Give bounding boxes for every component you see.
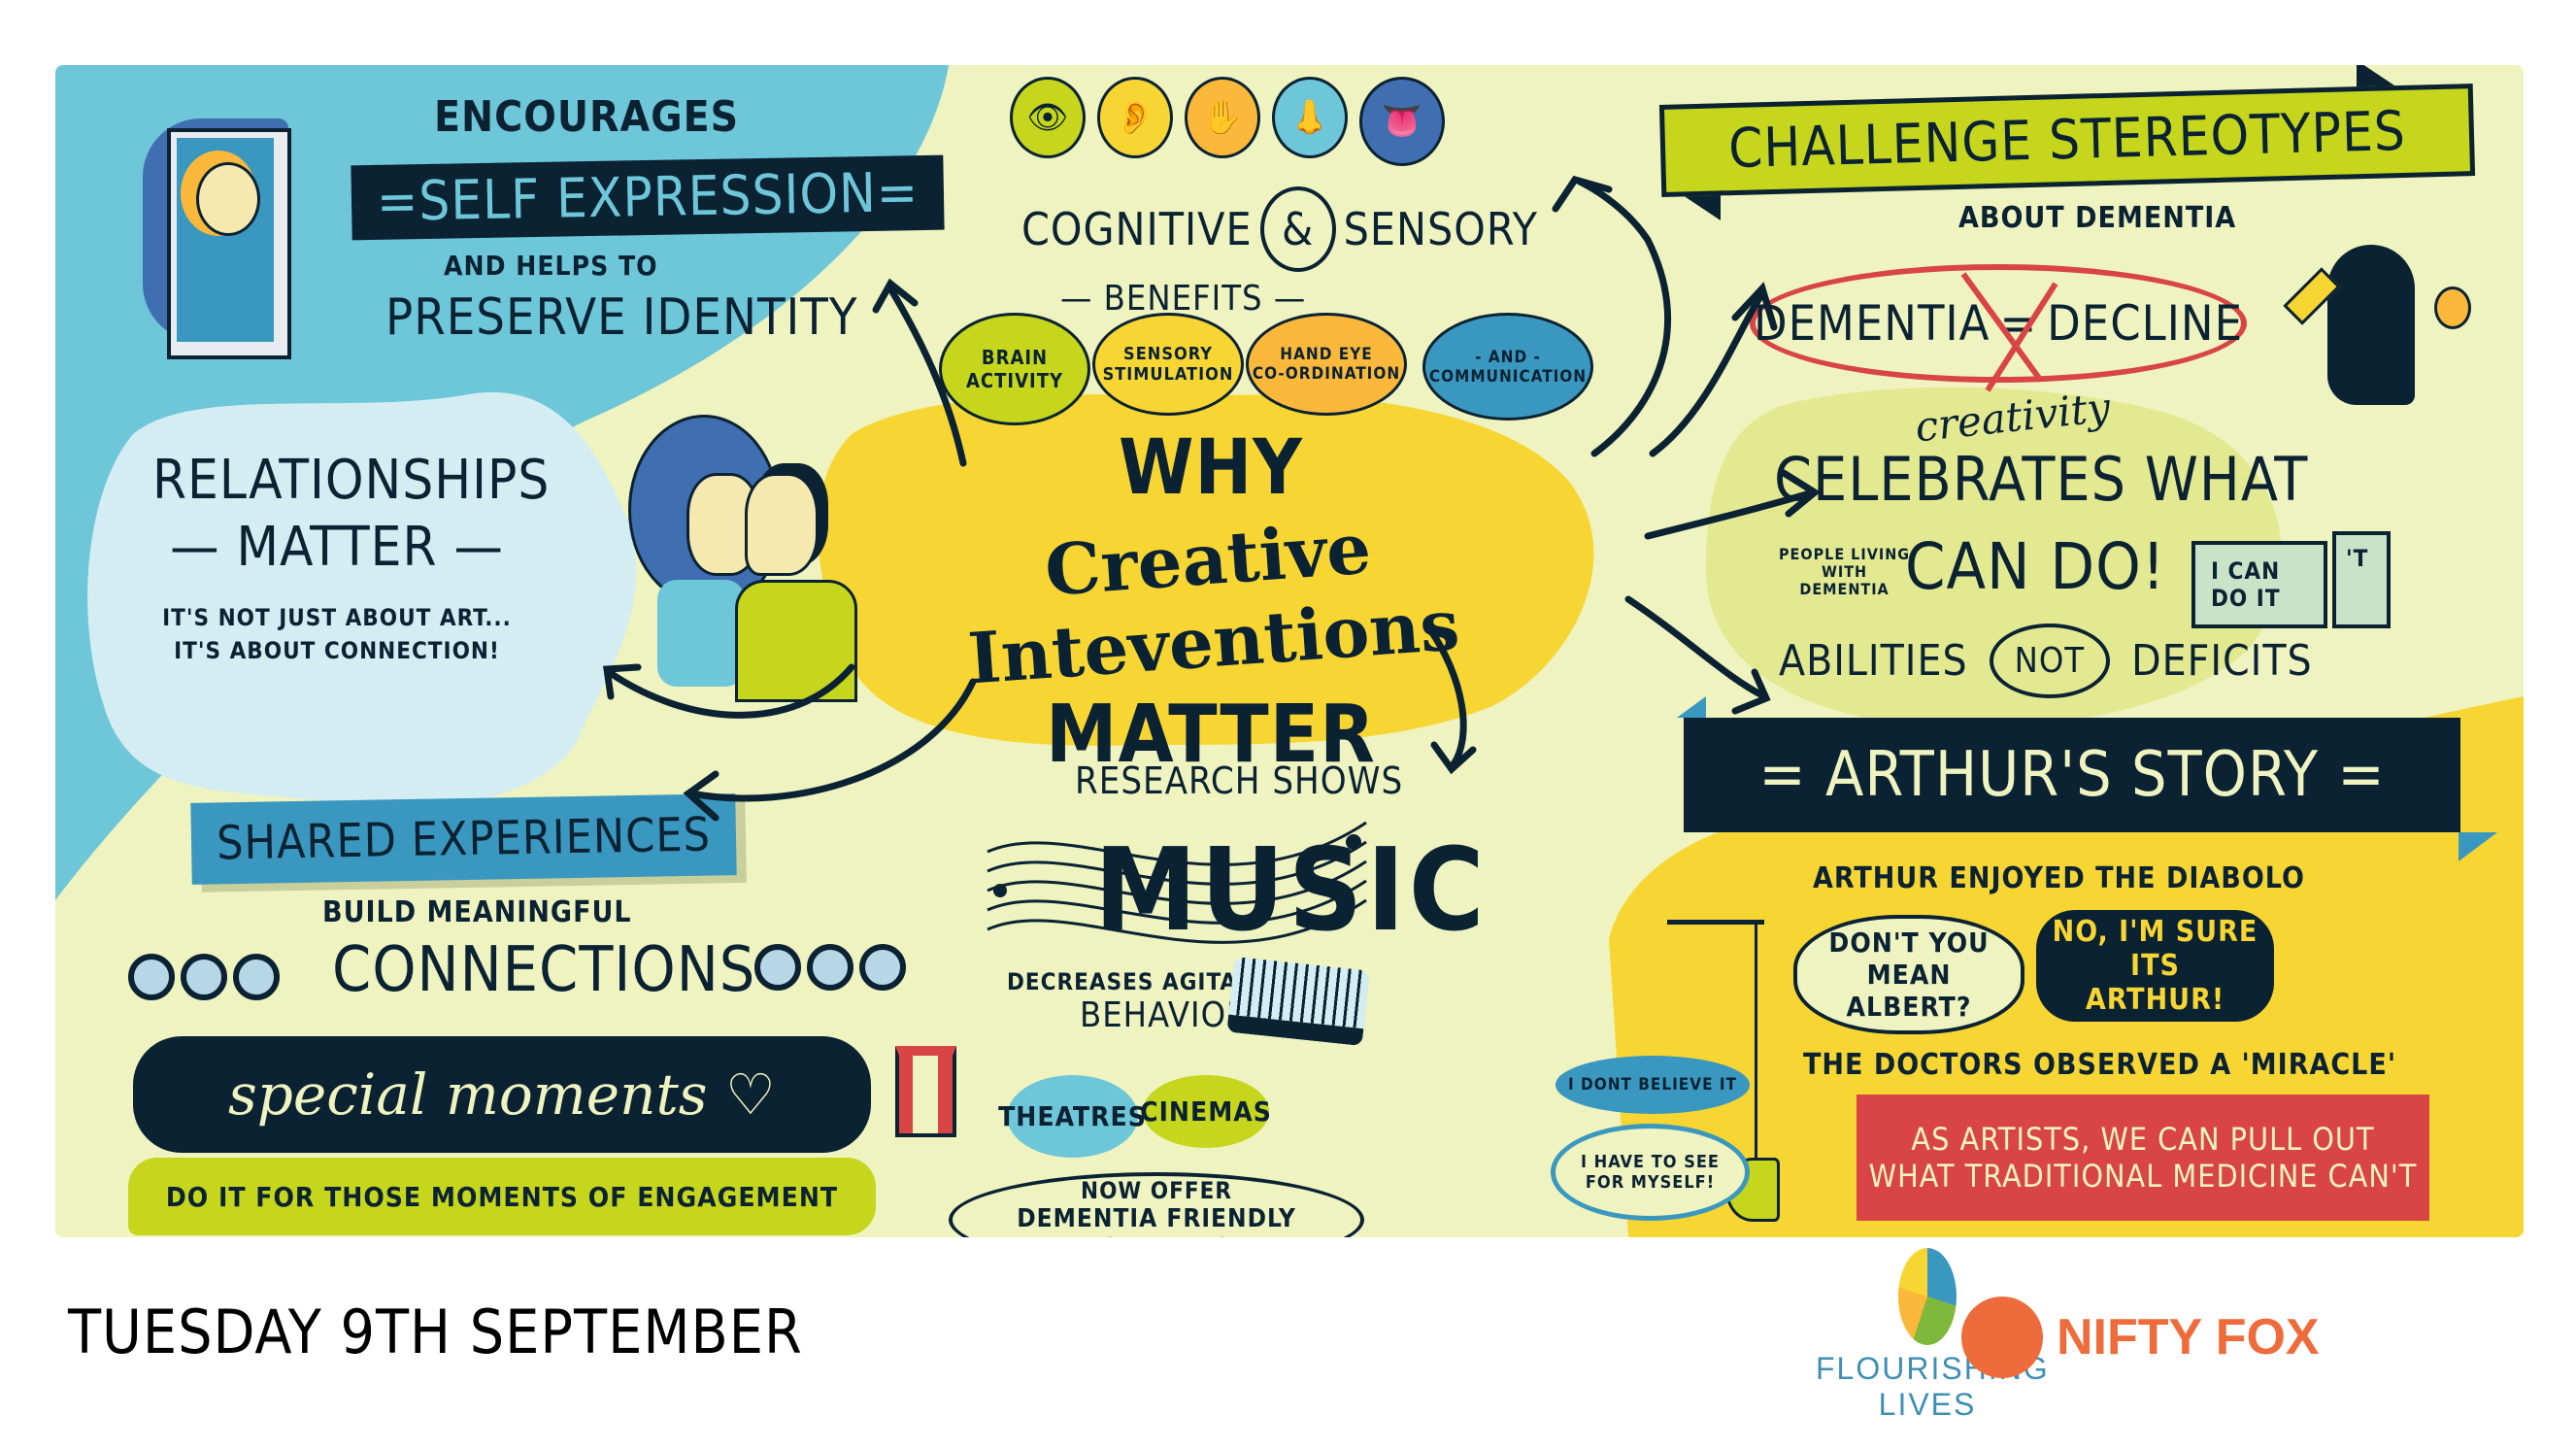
arrow-to-celebrates [1644, 489, 1817, 540]
dementia-decline-crossed: Dementia=Decline [1750, 264, 2247, 383]
matter-subtitle: — Matter — [170, 516, 504, 579]
engagement-callout: Do it for those moments of engagement [128, 1158, 876, 1235]
senses-icon-row: 👁 👂 ✋ 👃 👅 [1010, 77, 1445, 166]
title-why: WHY [1119, 424, 1303, 512]
cognitive-label: Cognitive [1021, 203, 1253, 255]
sensory-label: Sensory [1343, 203, 1538, 255]
people-living-with-dementia: People LivingwithDementia [1779, 545, 1911, 598]
benefit-sensory-stimulation: SensoryStimulation [1092, 313, 1244, 416]
mouth-icon: 👅 [1359, 77, 1445, 166]
benefit-hand-eye-coordination: Hand EyeCo-ordination [1246, 313, 1407, 416]
theatres-pill: Theatres [998, 1075, 1146, 1158]
nifty-fox-icon [1961, 1297, 2043, 1378]
artists-medicine-callout: As artists, we can pull outwhat traditio… [1857, 1095, 2429, 1221]
nifty-fox-wordmark: NIFTY FOX [2057, 1309, 2320, 1365]
idea-orb-icon [2434, 286, 2471, 329]
dementia-friendly-callout: Now Offer Dementia Friendly Activities [949, 1172, 1364, 1237]
benefits-label: — Benefits — [1060, 279, 1307, 319]
build-meaningful-text: Build Meaningful [322, 895, 632, 929]
dont-believe-it-bubble: I dont believe it [1556, 1056, 1750, 1114]
portrait-illustration [114, 89, 308, 381]
music-word: MUSIC [1094, 823, 1489, 957]
ear-icon: 👂 [1097, 77, 1173, 158]
theatre-curtain-icon [895, 1046, 956, 1137]
connections-text: Connections [332, 934, 756, 1006]
arrow-to-stereotypes [1649, 294, 1763, 457]
arrow-to-senses [1576, 178, 1672, 457]
about-connection-text: It's about connection! [174, 637, 500, 664]
special-moments-banner: special moments ♡ [133, 1036, 871, 1153]
head-silhouette-icon [2327, 245, 2415, 405]
benefits-list: BrainActivity SensoryStimulation Hand Ey… [939, 313, 1593, 425]
arrow-to-self-expression [887, 285, 967, 467]
music-staff-icon [987, 821, 1367, 944]
relationships-section: Relationships — Matter — It's not just a… [152, 449, 551, 664]
can-do-text: Can Do! [1905, 529, 2166, 604]
arrow-to-music [1425, 624, 1467, 768]
encourages-text: Encourages [434, 92, 740, 142]
event-date: Tuesday 9th September [68, 1297, 803, 1367]
doctors-miracle-text: The doctors observed a 'miracle' [1803, 1048, 2397, 1082]
benefit-communication: - And -Communication [1422, 313, 1593, 421]
arthurs-story-banner: = Arthur's Story = [1684, 718, 2460, 832]
cinemas-pill: Cinemas [1140, 1075, 1271, 1148]
arthur-enjoyed-text: Arthur enjoyed the Diabolo [1813, 861, 2305, 895]
celebrates-what-text: Celebrates What [1774, 444, 2309, 515]
see-for-myself-bubble: I have to seefor myself! [1551, 1124, 1750, 1221]
title-matter: MATTER [1046, 689, 1376, 781]
red-cross-mark [1960, 272, 2058, 392]
ampersand-circle: & [1259, 186, 1336, 272]
sure-its-arthur-bubble: No, I'm sure itsArthur! [2036, 910, 2274, 1022]
arrow-to-shared [687, 678, 977, 802]
eye-icon: 👁 [1010, 77, 1086, 158]
arthur-banner-fold-left [1677, 696, 1706, 718]
relationships-title: Relationships [152, 449, 551, 512]
nose-icon: 👃 [1272, 77, 1348, 158]
hand-icon: ✋ [1185, 77, 1260, 158]
main-title: WHY Creative Inteventions MATTER [861, 424, 1560, 781]
torn-i-cant-note: I CanDo It [2191, 541, 2327, 628]
preserve-identity-text: Preserve Identity [385, 288, 858, 347]
not-circled: Not [1989, 623, 2111, 698]
torn-t-piece: 't [2332, 531, 2391, 628]
flourishing-logo-line2: LIVES [1878, 1387, 1977, 1422]
arrow-to-arthur [1624, 595, 1768, 700]
nifty-fox-logo: NIFTY FOX [1961, 1297, 2320, 1378]
not-just-art-text: It's not just about art... [162, 604, 512, 631]
arthur-banner-fold-right [2459, 832, 2497, 861]
hugging-couple-illustration [628, 415, 871, 702]
cognitive-sensory-heading: Cognitive & Sensory [1021, 186, 1538, 272]
chain-left-icon [128, 954, 280, 1000]
helps-to-text: and helps to [444, 250, 658, 282]
arrow-to-relationships [605, 663, 855, 719]
about-dementia-text: About Dementia [1958, 201, 2237, 235]
flourishing-swirl-icon [1898, 1248, 1957, 1345]
dont-you-mean-albert-bubble: Don't you meanAlbert? [1793, 915, 2024, 1034]
infographic-canvas: Encourages =Self Expression= and helps t… [55, 65, 2524, 1237]
abilities-not-deficits: Abilities Not Deficits [1779, 623, 2313, 698]
chain-right-icon [754, 944, 906, 991]
research-shows-text: Research Shows [1075, 759, 1404, 802]
connector-arrows [602, 175, 1822, 822]
benefit-brain-activity: BrainActivity [939, 313, 1090, 425]
